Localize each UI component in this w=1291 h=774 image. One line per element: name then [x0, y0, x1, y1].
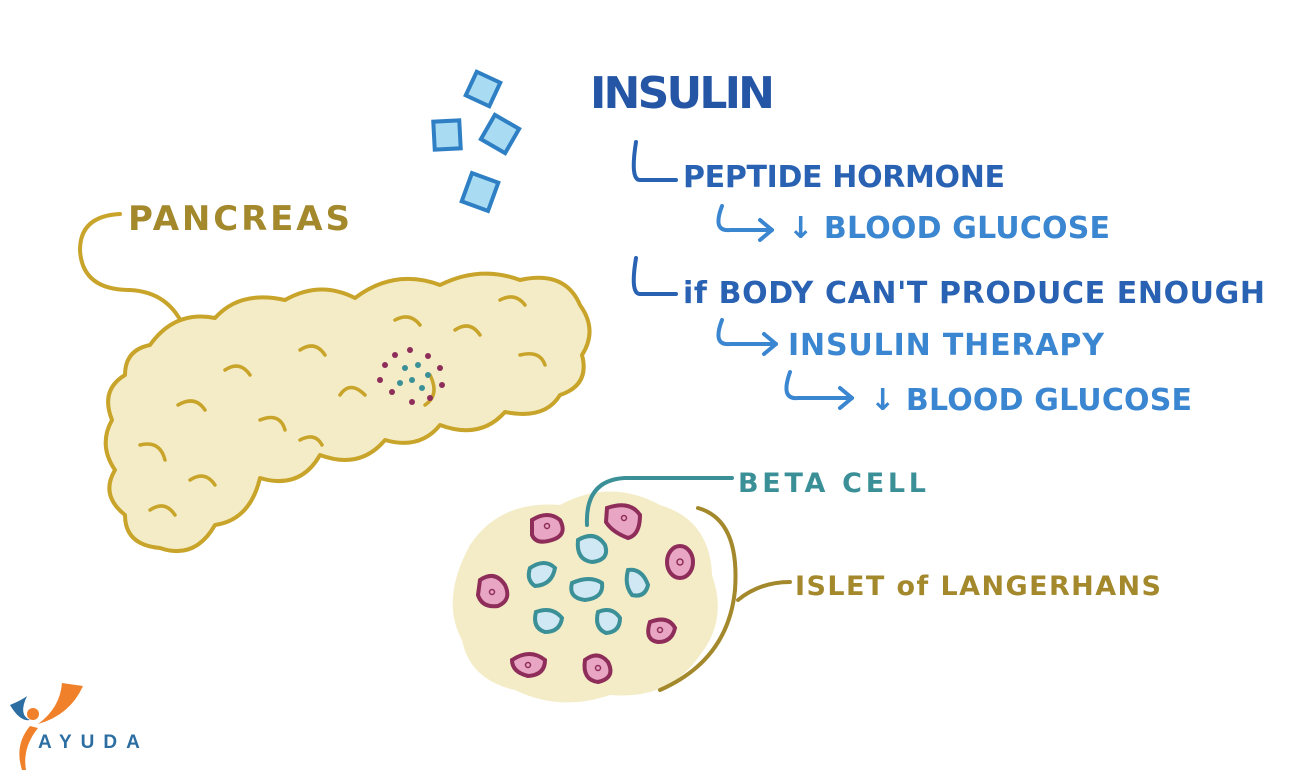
label-beta-cell: BETA CELL: [738, 468, 926, 499]
bracket-arrows: [631, 140, 678, 296]
insulin-crystals-icon: [431, 69, 522, 214]
title-insulin: INSULIN: [590, 68, 775, 119]
islet-bracket: [658, 506, 738, 692]
pancreas-illustration: [103, 271, 592, 554]
logo-text: AYUDA: [38, 732, 149, 753]
note-body-cant-produce: if BODY CAN'T PRODUCE ENOUGH: [683, 276, 1265, 311]
note-insulin-therapy: INSULIN THERAPY: [788, 328, 1105, 363]
beta-cells: [526, 534, 651, 636]
islet-marker: [377, 347, 445, 405]
result-arrows: [716, 204, 854, 410]
beta-cell-leader-line: [584, 476, 734, 527]
islet-of-langerhans-illustration: [452, 491, 718, 703]
ayuda-logo-icon: [10, 683, 83, 770]
label-pancreas: PANCREAS: [128, 199, 350, 239]
label-islet-of-langerhans: ISLET of LANGERHANS: [795, 571, 1161, 602]
alpha-cells: [475, 503, 695, 685]
pancreas-leader-line: [77, 212, 187, 332]
note-blood-glucose-2: ↓ BLOOD GLUCOSE: [870, 383, 1192, 418]
note-blood-glucose-1: ↓ BLOOD GLUCOSE: [788, 211, 1110, 246]
islet-leader-line: [736, 580, 792, 602]
note-peptide-hormone: PEPTIDE HORMONE: [683, 160, 1005, 195]
